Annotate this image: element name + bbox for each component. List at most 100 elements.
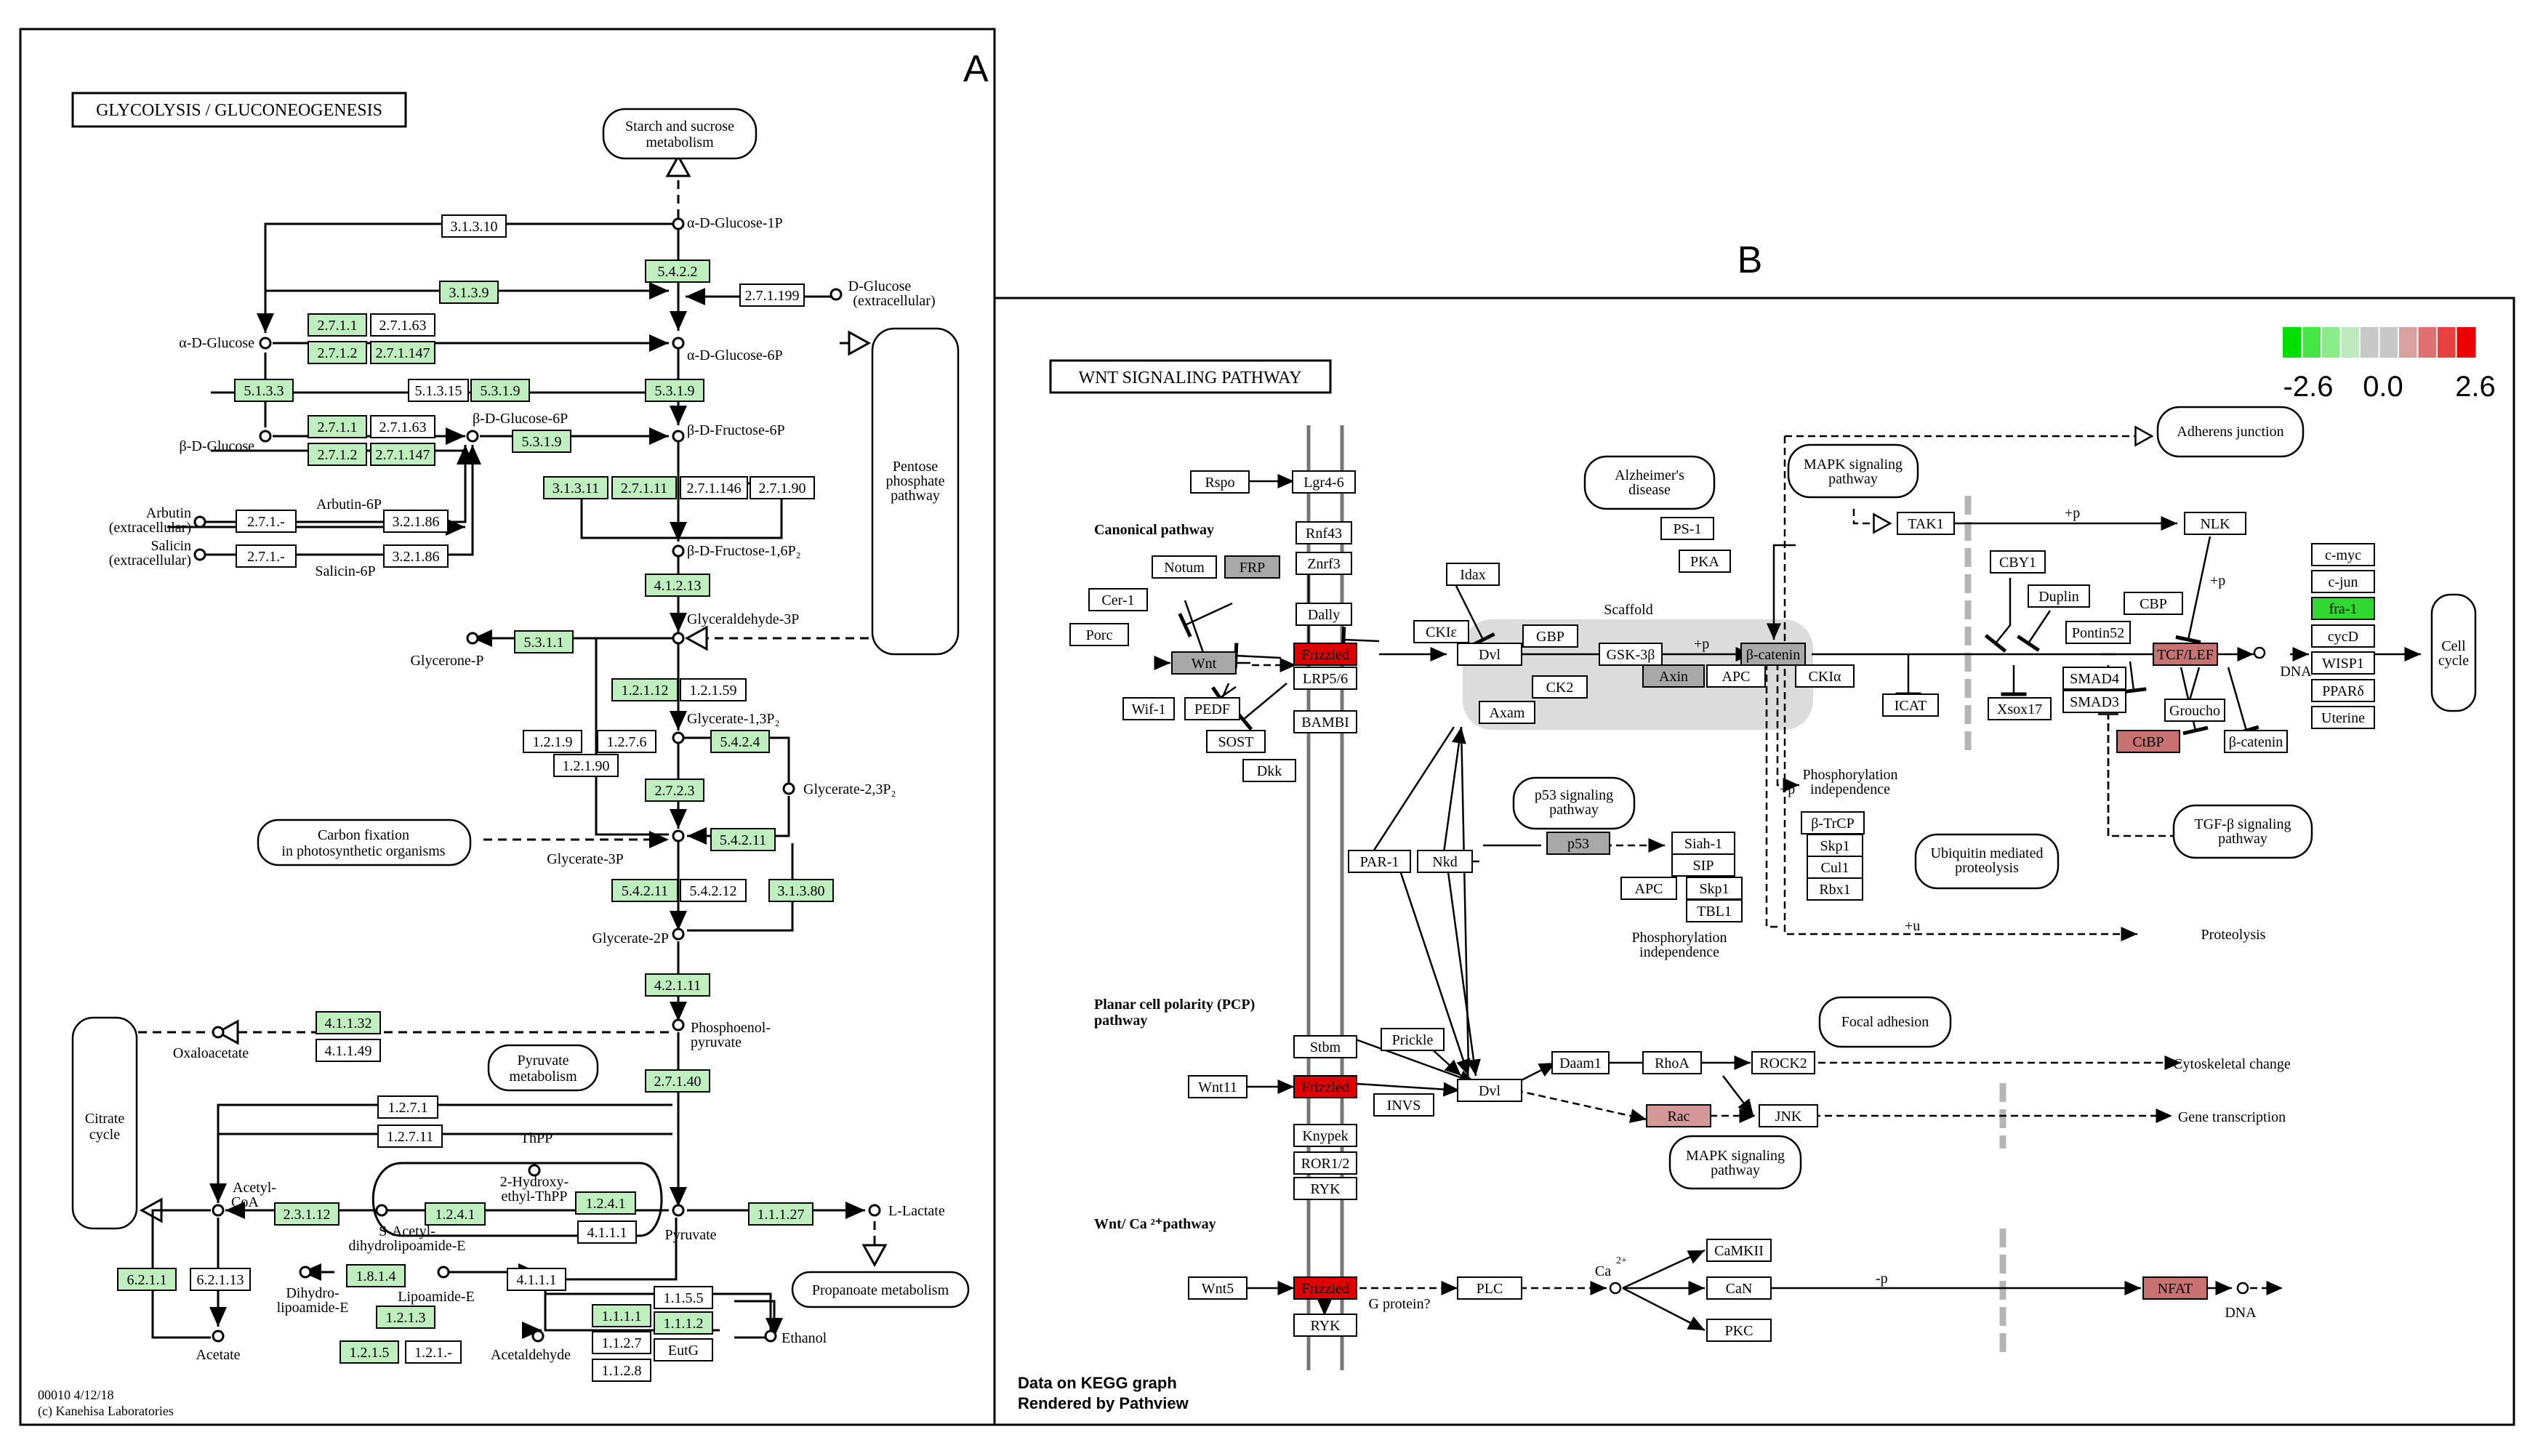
alpha-d-glucose-1p: α-D-Glucose-1P [687,215,783,231]
enzyme-box [645,574,710,597]
tgf-beta-l2: pathway [2218,831,2267,847]
enzyme-box [236,510,297,533]
gene-box-pontin [2065,621,2131,644]
gene-box-rnf43 [1295,521,1352,544]
cell-cycle-l1: Cell [2441,638,2466,654]
hydroxyethyl-thpp-l2: ethyl-ThPP [501,1188,567,1204]
enzyme-box [340,1340,399,1364]
gene-label-pkc: PKC [1725,1323,1753,1339]
enzyme-box [514,630,574,653]
enzyme-label: 4.1.1.1 [517,1272,557,1288]
enzyme-label: 5.3.1.9 [655,383,695,399]
panel-a-compound-nodes [193,217,881,1343]
enzyme-box [346,1264,406,1287]
enzyme-label: 5.4.2.4 [720,734,760,750]
phosphoenolpyruvate-l1: Phosphoenol- [691,1020,771,1036]
enzyme-box [236,544,297,568]
gene-box-dally [1295,603,1352,626]
enzyme-label: 1.2.1.- [414,1345,452,1361]
thpp: ThPP [521,1130,553,1146]
enzyme-box [370,443,435,466]
gene-box-cmyc [2311,543,2375,566]
pyruvate-metabolism-l1: Pyruvate [517,1053,569,1069]
gene-box-jnk [1759,1104,1818,1127]
gene-label-dkk: Dkk [1257,763,1282,779]
enzyme-label: 3.1.3.80 [778,883,825,899]
acetate: Acetate [196,1347,240,1363]
gene-label-icat: ICAT [1895,698,1927,714]
enzyme-box [748,1202,813,1226]
enzyme-label: 3.1.3.9 [449,285,489,301]
gene-label-frizzled: Frizzled [1301,647,1349,663]
gene-box-can [1706,1276,1772,1300]
gene-box-lgr [1292,470,1356,494]
enzyme-label: 1.2.1.12 [622,683,669,699]
focal-adhesion: Focal adhesion [1841,1014,1929,1030]
plus-p-label-4: +p [1780,781,1795,797]
gene-label-ryk2: RYK [1310,1318,1341,1334]
enzyme-label: 1.1.1.2 [664,1316,704,1332]
enzyme-box [408,379,469,402]
gene-label-wif1: Wif-1 [1132,701,1166,717]
gene-box-rbx1 [1807,877,1863,901]
enzyme-box [308,341,367,364]
gene-box-ppard [2311,679,2375,702]
gene-box-frizzled [1293,643,1357,666]
enzyme-box [470,379,530,402]
enzyme-box [507,1268,566,1291]
dihydrolipoamide-l2: lipoamide-E [277,1300,349,1316]
gene-label-wisp1: WISP1 [2322,656,2364,672]
gene-box-icat [1882,693,1939,717]
enzyme-label: 1.2.4.1 [586,1196,626,1212]
gene-box-stbm [1293,1035,1357,1058]
citrate-cycle-l2: cycle [89,1127,120,1143]
enzyme-label: 2.7.1.- [247,549,285,565]
gene-label-frp: FRP [1240,560,1266,576]
gene-label-cbp: CBP [2140,596,2167,612]
gene-label-invs: INVS [1387,1098,1421,1114]
enzyme-label: 3.2.1.86 [393,549,440,565]
enzyme-box [383,510,449,533]
enzyme-box [308,415,367,438]
enzyme-box [645,779,704,802]
alpha-d-glucose-6p: α-D-Glucose-6P [687,347,783,363]
gene-label-frizzled2: Frizzled [1301,1079,1349,1095]
gene-label-nkd: Nkd [1432,854,1457,870]
enzyme-label: 2.7.1.146 [687,480,742,496]
gene-label-siah: Siah-1 [1684,836,1722,852]
gene-label-rnf43: Rnf43 [1306,526,1342,542]
gene-label-gbp: GBP [1536,629,1564,645]
gene-label-ryk1: RYK [1310,1181,1341,1197]
enzyme-box [768,879,834,902]
enzyme-box [577,1220,637,1244]
gene-label-rhoa: RhoA [1655,1055,1690,1071]
gene-box-cby1 [1990,550,2046,574]
beta-d-fructose-6p: β-D-Fructose-6P [687,422,785,438]
gene-box-prickle [1381,1028,1445,1051]
gene-label-uterine: Uterine [2321,710,2365,726]
gene-label-ckie: CKIε [1426,624,1457,640]
gene-box-p53 [1546,832,1610,855]
panel-b-title-box [1049,359,1332,394]
gene-box-tbl1 [1686,899,1743,922]
enzyme-label: 2.7.2.3 [655,783,695,799]
enzyme-label: 5.1.3.15 [415,383,462,399]
panel-b-pathway-boxes [1512,406,2477,1190]
gene-box-nkd [1417,850,1473,873]
enzyme-label: 1.1.2.8 [602,1363,642,1379]
acetyl-coa-l1: Acetyl- [233,1180,276,1196]
gene-transcription: Gene transcription [2178,1109,2286,1125]
gene-label-xsox: Xsox17 [1997,701,2042,717]
alpha-d-glucose: α-D-Glucose [179,335,254,351]
gene-label-skp1b: Skp1 [1820,838,1849,854]
beta-d-glucose: β-D-Glucose [180,438,255,454]
plus-p-label-3: +p [2210,573,2225,589]
panel-a-footer-copyright: (c) Kanehisa Laboratories [38,1404,174,1419]
gene-label-frizzled3: Frizzled [1301,1281,1349,1297]
enzyme-label: 3.1.3.10 [451,219,498,235]
gene-box-ctbp [2116,730,2180,753]
glycerate-2p: Glycerate-2P [592,930,669,946]
legend-swatch [2283,327,2302,358]
